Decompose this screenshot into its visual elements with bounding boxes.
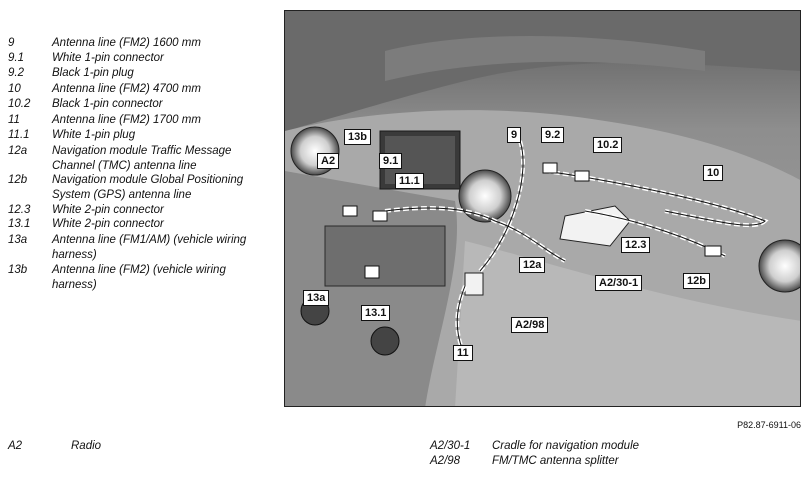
legend-num: 10 (8, 83, 21, 95)
legend-num: 9.1 (8, 52, 24, 64)
legend-text: Antenna line (FM2) (vehicle wiring harne… (52, 264, 226, 291)
legend-num: 9 (8, 37, 15, 49)
bottom-left-text: Radio (71, 440, 102, 452)
callout-11-1: 11.1 (395, 173, 424, 189)
legend-text: Antenna line (FM2) 4700 mm (52, 83, 201, 95)
callout-a2-30-1: A2/30-1 (595, 275, 643, 291)
legend-text: White 1-pin connector (52, 52, 164, 64)
bottom-left-num: A2 (8, 440, 23, 452)
callout-11: 11 (453, 345, 473, 361)
callout-9: 9 (507, 127, 522, 143)
legend-num: 11.1 (8, 129, 30, 141)
legend-num: 10.2 (8, 98, 31, 110)
legend-text: Antenna line (FM2) 1700 mm (52, 114, 201, 126)
legend-num: 12a (8, 145, 28, 157)
dashboard-figure: 13b A2 9.1 11.1 9 9.2 10.2 10 12.3 12a A… (284, 10, 801, 407)
bottom-right-num: A2/98 (430, 455, 461, 467)
legend-num: 13.1 (8, 218, 31, 230)
callout-12a: 12a (519, 257, 546, 273)
legend-num: 9.2 (8, 67, 24, 79)
legend-num: 12.3 (8, 204, 31, 216)
callout-10: 10 (703, 165, 724, 181)
legend-num: 13b (8, 264, 28, 276)
bottom-right-num: A2/30-1 (430, 440, 471, 452)
callout-10-2: 10.2 (593, 137, 623, 153)
figure-reference: P82.87-6911-06 (737, 420, 801, 430)
callout-a2: A2 (317, 153, 340, 169)
callout-13-1: 13.1 (361, 305, 391, 321)
legend-text: White 1-pin plug (52, 129, 136, 141)
callout-13a: 13a (303, 290, 330, 306)
legend-num: 11 (8, 114, 20, 126)
legend-text: Antenna line (FM2) 1600 mm (52, 37, 201, 49)
callout-12-3: 12.3 (621, 237, 651, 253)
legend-num: 13a (8, 234, 28, 246)
legend-num: 12b (8, 174, 28, 186)
legend-text: Navigation module Global Positioning Sys… (52, 174, 244, 201)
callout-9-1: 9.1 (379, 153, 403, 169)
callout-a2-98: A2/98 (511, 317, 549, 333)
callout-12b: 12b (683, 273, 710, 289)
callout-13b: 13b (344, 129, 371, 145)
callout-9-2: 9.2 (541, 127, 565, 143)
legend-text: White 2-pin connector (52, 204, 164, 216)
legend-text: White 2-pin connector (52, 218, 164, 230)
legend-text: Antenna line (FM1/AM) (vehicle wiring ha… (52, 234, 247, 261)
legend-text: Navigation module Traffic Message Channe… (52, 145, 232, 172)
bottom-right-text: FM/TMC antenna splitter (492, 455, 619, 467)
dashboard-illustration (285, 11, 800, 406)
bottom-right-text: Cradle for navigation module (492, 440, 640, 452)
legend-text: Black 1-pin plug (52, 67, 134, 79)
legend-text: Black 1-pin connector (52, 98, 163, 110)
